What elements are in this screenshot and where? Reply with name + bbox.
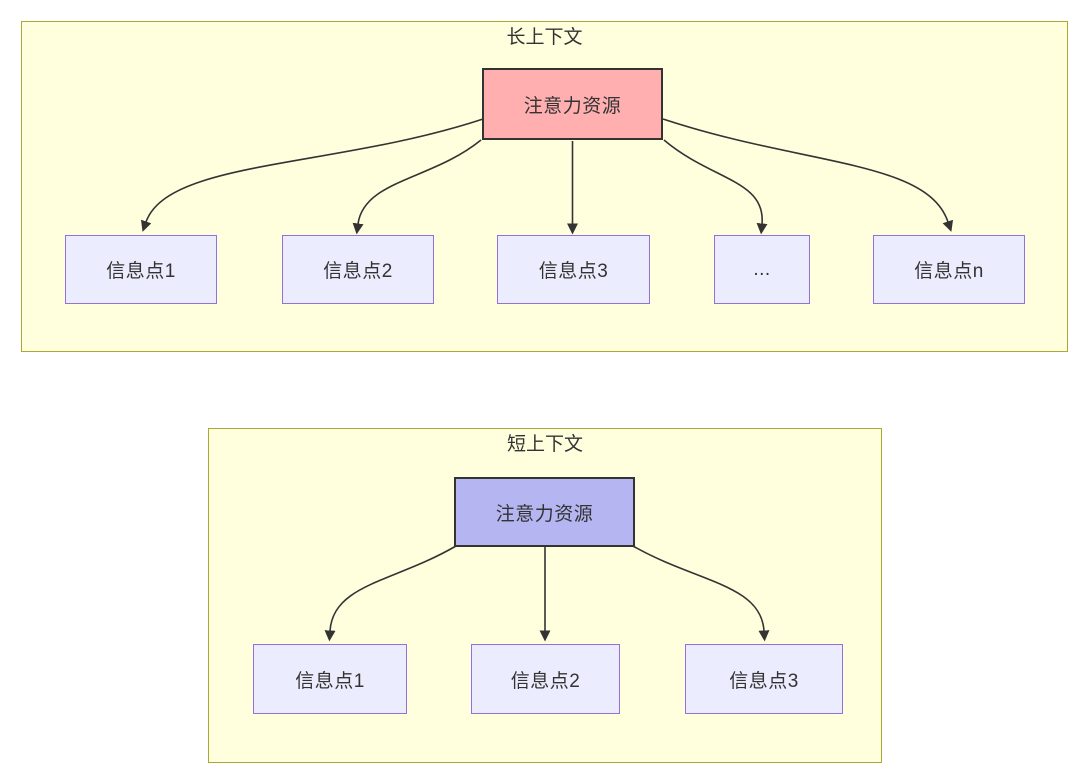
- group-title-long-context: 长上下文: [506, 27, 583, 48]
- node-long-info-point-n: 信息点n: [873, 235, 1025, 304]
- node-attention-resource-long: 注意力资源: [482, 68, 663, 140]
- node-short-info-point-2: 信息点2: [471, 644, 620, 714]
- node-short-info-point-3: 信息点3: [685, 644, 843, 714]
- node-long-info-point-2: 信息点2: [282, 235, 434, 304]
- group-title-short-context: 短上下文: [506, 434, 583, 455]
- node-attention-resource-short: 注意力资源: [454, 477, 635, 547]
- node-short-info-point-1: 信息点1: [253, 644, 407, 714]
- node-long-info-point-3: 信息点3: [497, 235, 650, 304]
- node-long-info-point-ellipsis: ...: [714, 235, 810, 304]
- node-long-info-point-1: 信息点1: [65, 235, 217, 304]
